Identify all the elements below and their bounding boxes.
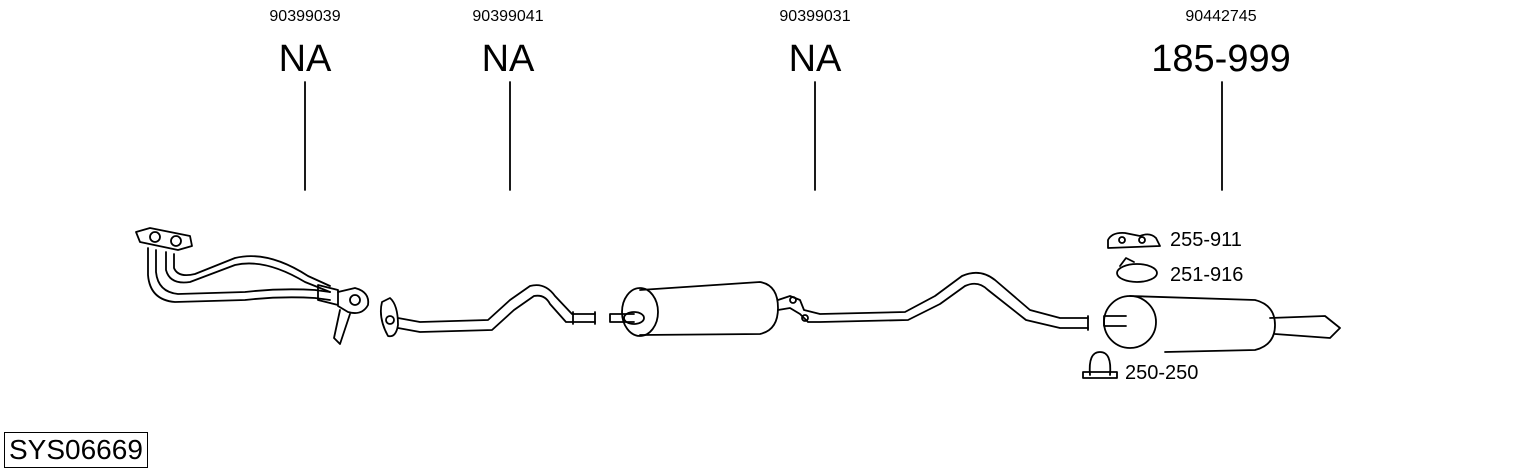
part-number-4: 90442745 — [1185, 8, 1257, 25]
accessory-label-2: 251-916 — [1170, 264, 1244, 286]
intermediate-pipe-drawing — [379, 284, 596, 338]
ref-label-1: NA — [278, 38, 332, 80]
mounting-rubber-icon — [1107, 231, 1161, 249]
part-number-3: 90399031 — [779, 8, 851, 25]
accessory-label-3: 250-250 — [1125, 362, 1199, 384]
front-pipe-drawing — [135, 227, 370, 345]
ref-label-2: NA — [481, 38, 535, 80]
ref-label-3: NA — [788, 38, 842, 80]
part-number-2: 90399041 — [472, 8, 544, 25]
accessory-label-1: 255-911 — [1170, 229, 1242, 251]
u-clamp-icon — [1082, 351, 1118, 379]
center-muffler-drawing — [609, 271, 1089, 337]
part-number-1: 90399039 — [269, 8, 341, 25]
rear-muffler-drawing — [1103, 295, 1341, 353]
ref-label-4: 185-999 — [1151, 38, 1291, 80]
system-code-box: SYS06669 — [4, 432, 148, 468]
clamp-ring-icon — [1116, 257, 1158, 283]
